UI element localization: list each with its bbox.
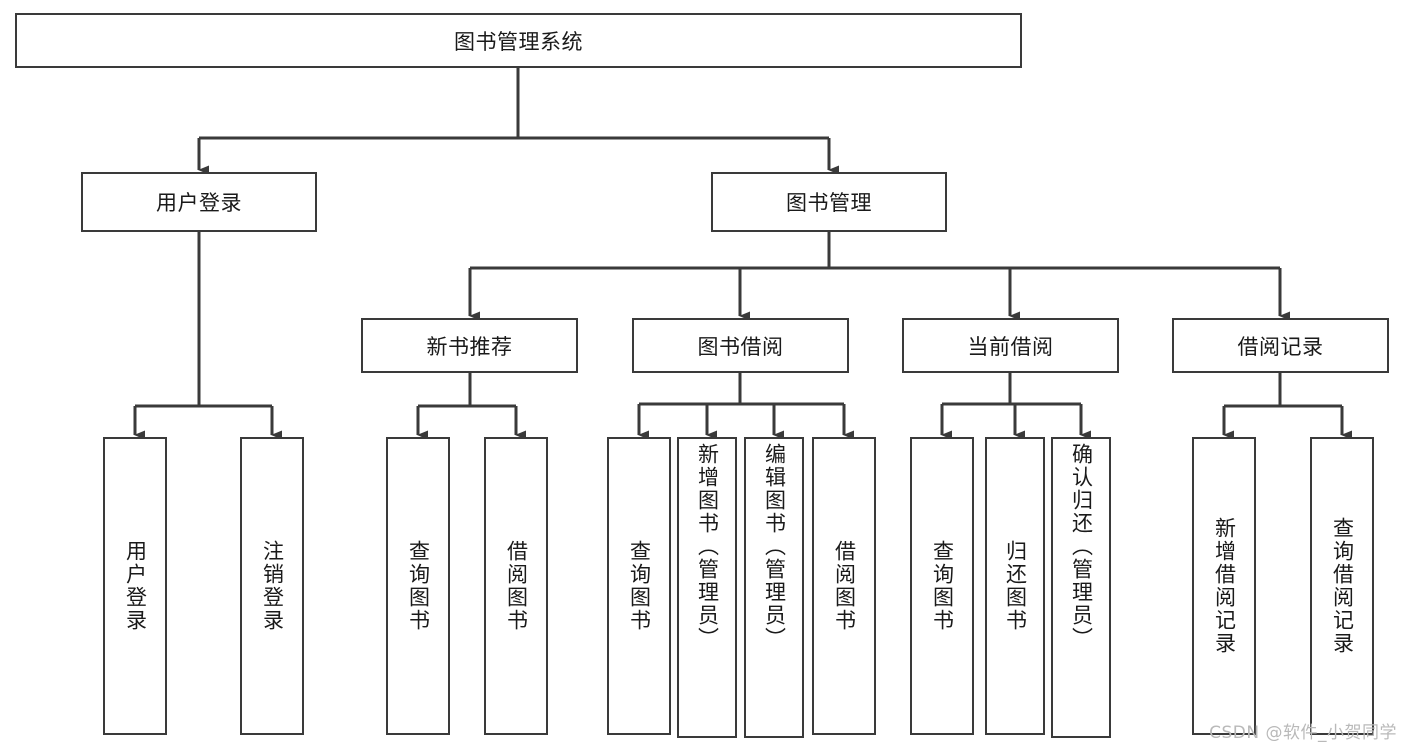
- node-leaf-query-book-rec-label: 查询图书: [406, 540, 431, 632]
- node-leaf-query-book-current[interactable]: 查询图书: [910, 437, 974, 735]
- node-user-login-label: 用户登录: [156, 191, 242, 215]
- node-leaf-user-login[interactable]: 用户登录: [103, 437, 167, 735]
- node-new-book-recommend-label: 新书推荐: [426, 334, 513, 359]
- node-book-manage[interactable]: 图书管理: [711, 172, 947, 232]
- node-leaf-add-borrow-record[interactable]: 新增借阅记录: [1192, 437, 1256, 735]
- node-root-label: 图书管理系统: [454, 29, 583, 54]
- node-leaf-query-book-current-label: 查询图书: [930, 540, 955, 632]
- node-leaf-return-book-label: 归还图书: [1003, 540, 1028, 632]
- node-book-manage-label: 图书管理: [786, 191, 872, 215]
- node-leaf-user-login-label: 用户登录: [123, 540, 148, 632]
- node-leaf-user-logout-label: 注销登录: [260, 540, 285, 632]
- node-leaf-borrow-book[interactable]: 借阅图书: [812, 437, 876, 735]
- node-leaf-edit-book-admin-label: 编辑图书（管理员）: [762, 443, 787, 650]
- node-leaf-borrow-book-rec-label: 借阅图书: [504, 540, 529, 632]
- node-leaf-query-book-borrow[interactable]: 查询图书: [607, 437, 671, 735]
- node-leaf-borrow-book-label: 借阅图书: [832, 540, 857, 632]
- node-root[interactable]: 图书管理系统: [15, 13, 1022, 68]
- node-leaf-edit-book-admin[interactable]: 编辑图书（管理员）: [744, 437, 804, 738]
- node-current-borrow-label: 当前借阅: [967, 334, 1054, 359]
- node-leaf-query-borrow-record[interactable]: 查询借阅记录: [1310, 437, 1374, 735]
- node-leaf-confirm-return-admin-label: 确认归还（管理员）: [1069, 443, 1094, 650]
- node-new-book-recommend[interactable]: 新书推荐: [361, 318, 578, 373]
- node-borrow-record[interactable]: 借阅记录: [1172, 318, 1389, 373]
- node-leaf-confirm-return-admin[interactable]: 确认归还（管理员）: [1051, 437, 1111, 738]
- node-leaf-add-book-admin-label: 新增图书（管理员）: [695, 443, 720, 650]
- node-book-borrow[interactable]: 图书借阅: [632, 318, 849, 373]
- node-current-borrow[interactable]: 当前借阅: [902, 318, 1119, 373]
- node-user-login[interactable]: 用户登录: [81, 172, 317, 232]
- node-leaf-return-book[interactable]: 归还图书: [985, 437, 1045, 735]
- node-borrow-record-label: 借阅记录: [1237, 334, 1324, 359]
- node-leaf-add-book-admin[interactable]: 新增图书（管理员）: [677, 437, 737, 738]
- node-leaf-add-borrow-record-label: 新增借阅记录: [1212, 517, 1237, 655]
- node-leaf-borrow-book-rec[interactable]: 借阅图书: [484, 437, 548, 735]
- node-leaf-user-logout[interactable]: 注销登录: [240, 437, 304, 735]
- node-leaf-query-borrow-record-label: 查询借阅记录: [1330, 517, 1355, 655]
- node-leaf-query-book-borrow-label: 查询图书: [627, 540, 652, 632]
- node-book-borrow-label: 图书借阅: [697, 334, 784, 359]
- node-leaf-query-book-rec[interactable]: 查询图书: [386, 437, 450, 735]
